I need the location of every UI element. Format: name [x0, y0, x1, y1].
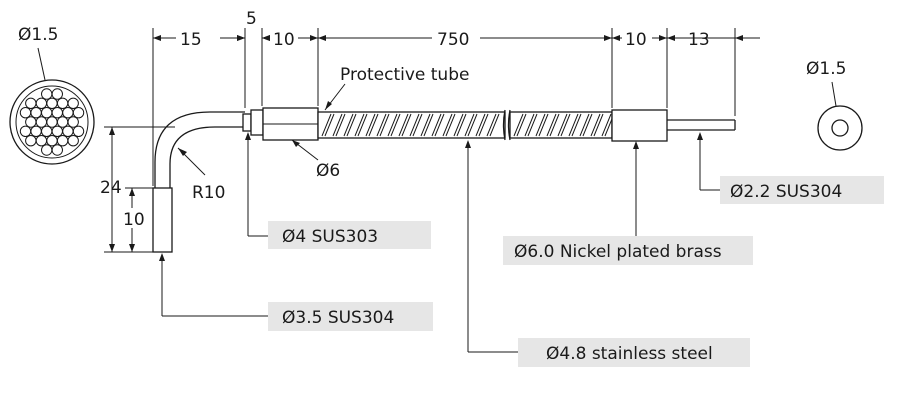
- hatch-stroke: [513, 113, 527, 137]
- top-dimensions: [152, 28, 760, 186]
- radius-label: R10: [192, 183, 225, 203]
- left-dimensions: [104, 126, 175, 253]
- hatch-stroke: [546, 113, 560, 137]
- hatch-stroke: [568, 113, 582, 137]
- fiber-strand: [51, 107, 63, 119]
- tip-callout-box: [720, 176, 884, 204]
- hatch-stroke: [321, 113, 335, 137]
- hatch-stroke: [332, 113, 346, 137]
- tip-callout: Ø2.2 SUS304: [730, 182, 842, 202]
- fiber-strand: [25, 116, 37, 128]
- protective-tube-label: Protective tube: [340, 65, 469, 85]
- hatch-stroke: [420, 113, 434, 137]
- dim-13: 13: [688, 30, 710, 50]
- hatch-stroke: [409, 113, 423, 137]
- bundle-cross-section: [9, 47, 95, 165]
- fiber-strand: [35, 97, 48, 110]
- fiber-strand: [56, 116, 69, 128]
- bent-probe: [152, 111, 245, 253]
- fiber-strand: [25, 135, 37, 147]
- fiber-strand: [56, 97, 69, 110]
- dim-10v: 10: [123, 210, 145, 230]
- hatch-stroke: [524, 113, 538, 137]
- hatch-stroke: [464, 113, 478, 137]
- fiber-strand: [51, 144, 63, 156]
- hatch-stroke: [475, 113, 489, 137]
- fiber-strand: [46, 116, 58, 128]
- fiber-strand: [67, 135, 79, 147]
- dim-15: 15: [180, 30, 202, 50]
- fiber-strand: [72, 107, 85, 119]
- fiber-strand: [62, 107, 74, 119]
- probe-callout: Ø3.5 SUS304: [282, 308, 394, 328]
- fiber-strand: [51, 125, 63, 138]
- fiber-strand: [25, 97, 37, 110]
- ferrule-callout-box: [268, 221, 431, 249]
- sheath-callout-box: [518, 338, 750, 367]
- dim-10b: 10: [625, 30, 647, 50]
- sheath-callout: Ø4.8 stainless steel: [546, 344, 713, 364]
- hatch-stroke: [486, 113, 500, 137]
- probe-callout-box: [268, 302, 433, 331]
- brass-callout: Ø6.0 Nickel plated brass: [514, 242, 722, 262]
- brass-callout-box: [503, 236, 753, 265]
- fiber-strand: [41, 144, 53, 156]
- dim-750: 750: [437, 30, 469, 50]
- fiber-strand: [30, 125, 42, 138]
- hatch-stroke: [590, 113, 604, 137]
- end-cross-section: [817, 81, 863, 151]
- ferrule-diameter-label: Ø6: [316, 161, 340, 181]
- fiber-strand: [56, 135, 69, 147]
- brass-end: [611, 109, 668, 142]
- flexible-sheath: [317, 109, 615, 141]
- hatch-stroke: [343, 113, 357, 137]
- ferrule: [242, 107, 319, 141]
- hatch-stroke: [535, 113, 549, 137]
- dim-10a: 10: [273, 30, 295, 50]
- fiber-strand: [62, 125, 74, 138]
- fiber-strand: [46, 97, 58, 110]
- fiber-strand: [35, 135, 48, 147]
- fiber-strand: [67, 97, 79, 110]
- hatch-stroke: [376, 113, 390, 137]
- fiber-strand: [41, 125, 53, 138]
- dim-5: 5: [246, 9, 257, 29]
- fiber-strand: [67, 116, 79, 128]
- bundle-diameter-label: Ø1.5: [18, 25, 58, 45]
- end-diameter-label: Ø1.5: [806, 59, 846, 79]
- fiber-strand: [41, 88, 53, 100]
- hatch-stroke: [557, 113, 571, 137]
- hatch-stroke: [365, 113, 379, 137]
- fiber-strands: [19, 88, 85, 156]
- hatch-stroke: [387, 113, 401, 137]
- fiber-strand: [51, 88, 63, 100]
- sheath-hatching-b: [513, 113, 615, 137]
- fiber-strand: [35, 116, 48, 128]
- fiber-strand: [46, 135, 58, 147]
- ferrule-callout: Ø4 SUS303: [282, 227, 378, 247]
- hatch-stroke: [579, 113, 593, 137]
- fiber-strand: [19, 107, 32, 119]
- fiber-strand: [19, 125, 32, 138]
- fiber-strand: [72, 125, 85, 138]
- dim-24: 24: [100, 178, 122, 198]
- hatch-stroke: [442, 113, 456, 137]
- hatch-stroke: [398, 113, 412, 137]
- fiber-strand: [41, 107, 53, 119]
- hatch-stroke: [354, 113, 368, 137]
- fiber-strand: [30, 107, 42, 119]
- hatch-stroke: [431, 113, 445, 137]
- hatch-stroke: [453, 113, 467, 137]
- tip-tube: [667, 119, 736, 131]
- sheath-hatching-a: [321, 113, 500, 137]
